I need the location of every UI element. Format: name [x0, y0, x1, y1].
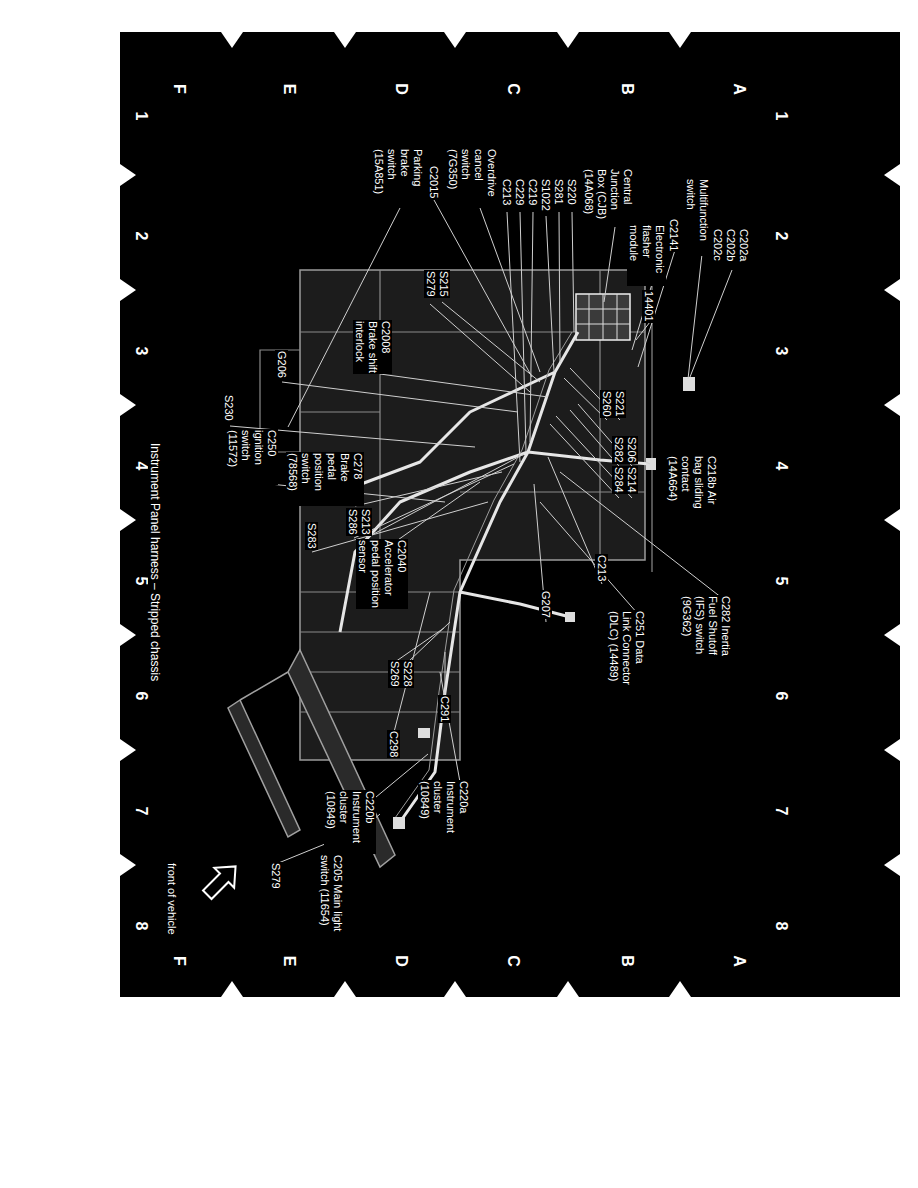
callout-label: C205 Main light switch (11654) — [318, 854, 344, 936]
grid-reference: 3 — [772, 338, 790, 364]
grid-reference: F — [170, 76, 188, 102]
callout-label: Overdrive cancel switch (7G350) — [446, 148, 498, 208]
callout-label: Electronic flasher module — [627, 224, 666, 286]
callout-label: S213 — [359, 508, 372, 536]
callout-label: C220b Instrument cluster (10849) — [324, 790, 376, 854]
callout-label: C291 — [438, 695, 451, 723]
callout-label: S269 — [388, 660, 401, 688]
grid-reference: 4 — [772, 453, 790, 479]
grid-reference: 8 — [772, 913, 790, 939]
callout-label: C282 Inertia Fuel Shutoff (IFS) switch (… — [680, 595, 732, 677]
grid-reference: D — [392, 948, 410, 974]
grid-reference: 2 — [132, 223, 150, 249]
callout-label: C251 Data Link Connector (DLC) (14489) — [607, 610, 646, 686]
callout-label: G206 — [275, 350, 288, 379]
leader-lines — [230, 200, 732, 864]
grid-reference: C — [504, 76, 522, 102]
callout-label: C2141 — [667, 218, 680, 252]
callout-label: C220a Instrument cluster (10849) — [418, 780, 470, 844]
fuse-grid — [576, 294, 630, 340]
callout-label: S214 — [625, 466, 638, 494]
callout-label: C2015 — [427, 165, 440, 199]
callout-label: C202a C202b C202c — [711, 228, 750, 270]
diagram-title: Instrument Panel harness – Stripped chas… — [148, 442, 162, 682]
callout-label: Central Junction Box (CJB) (14A068) — [582, 168, 634, 226]
callout-label: C218b Air bag sliding contact (14A664) — [666, 455, 718, 515]
callout-label: Parking brake switch (15A851) — [372, 148, 424, 208]
connector-blocks — [340, 377, 695, 829]
panel-structure — [300, 270, 645, 760]
grid-reference: F — [170, 948, 188, 974]
callout-label: S220 — [565, 178, 578, 206]
wiring-harness — [340, 332, 650, 822]
grid-reference: 8 — [132, 913, 150, 939]
drawing-frame: 12345678ABCDEFABCDEF12345678C202a C202b … — [120, 32, 900, 997]
callout-label: C298 — [387, 730, 400, 758]
callout-label: C219 — [526, 178, 539, 206]
frame-markers — [120, 32, 900, 997]
callout-label: S1022 — [539, 178, 552, 212]
callout-label: 14401 — [642, 290, 655, 323]
callout-label: C213 — [500, 178, 513, 206]
grid-reference: 3 — [132, 338, 150, 364]
grid-reference: A — [730, 76, 748, 102]
grid-reference: 1 — [772, 103, 790, 129]
grid-reference: E — [280, 948, 298, 974]
grid-reference: D — [392, 76, 410, 102]
grid-reference: B — [618, 76, 636, 102]
callout-label: S206 — [625, 436, 638, 464]
callout-label: S279 — [424, 270, 437, 298]
grid-reference: 7 — [132, 798, 150, 824]
callout-label: S286 — [346, 508, 359, 536]
callout-label: Multifunction switch — [684, 178, 710, 256]
callout-label: C2040 Accelerator pedal position sensor — [356, 539, 408, 609]
junction-box — [576, 294, 630, 340]
illustration — [120, 32, 900, 997]
callout-label: S221 — [613, 390, 626, 418]
callout-label: S230 — [222, 394, 235, 422]
grid-reference: A — [730, 948, 748, 974]
panel-structure-detail — [260, 262, 652, 712]
callout-label: S279 — [269, 862, 282, 890]
callout-label: S284 — [612, 466, 625, 494]
callout-label: front of vehicle — [165, 862, 178, 936]
grid-reference: E — [280, 76, 298, 102]
callout-label: C278 Brake pedal position switch (78568) — [286, 452, 364, 506]
grid-reference: C — [504, 948, 522, 974]
callout-label: G207 — [539, 590, 552, 619]
wiring-harness-strand — [395, 332, 572, 818]
callout-label: S282 — [612, 436, 625, 464]
grid-reference: 2 — [772, 223, 790, 249]
grid-reference: 6 — [772, 683, 790, 709]
grid-reference: 1 — [132, 103, 150, 129]
grid-reference: 6 — [132, 683, 150, 709]
callout-label: C2008 Brake shift interlock — [353, 320, 392, 374]
callout-label: S228 — [401, 660, 414, 688]
grid-reference: 5 — [772, 568, 790, 594]
callout-label: C229 — [513, 178, 526, 206]
callout-label: C250 ignition switch (11572) — [226, 429, 278, 485]
grid-reference: 7 — [772, 798, 790, 824]
grid-reference: B — [618, 948, 636, 974]
callout-label: S215 — [437, 270, 450, 298]
callout-label: S283 — [305, 522, 318, 550]
callout-label: C213 — [595, 554, 608, 582]
callout-label: S260 — [600, 390, 613, 418]
support-beam — [228, 650, 395, 867]
callout-label: S281 — [552, 178, 565, 206]
front-arrow — [197, 857, 245, 905]
